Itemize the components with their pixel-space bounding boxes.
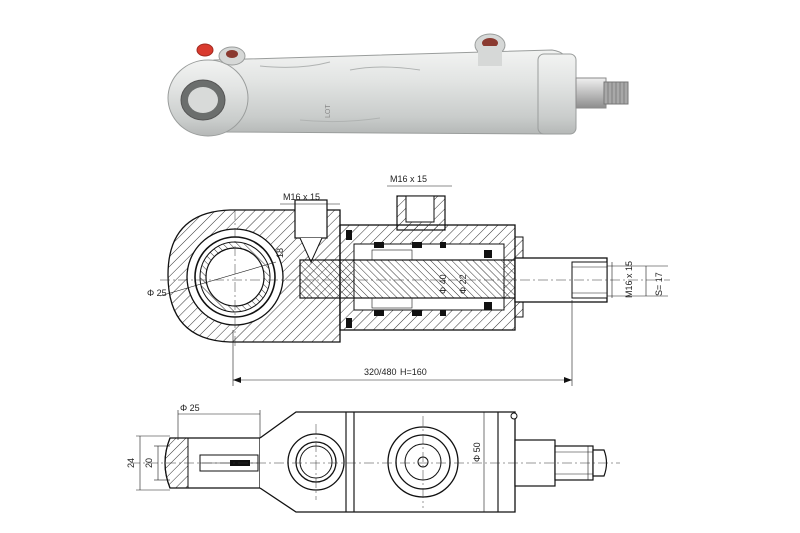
section-view: M16 x 15 M16 x 15 18 Φ 25 Φ 40 Φ 22 M16 …	[147, 174, 670, 386]
piston-rod-dia-label: Φ 22	[458, 274, 468, 294]
plan-view: Φ 25 24 20 Φ 50	[126, 403, 620, 513]
bottom-eye-bore-label: Φ 25	[180, 403, 200, 413]
dim-18-label: 18	[275, 248, 285, 258]
port-left-label: M16 x 15	[283, 192, 320, 202]
eye-width-outer-label: 24	[126, 458, 136, 468]
eye-width-inner-label: 20	[144, 458, 154, 468]
stroke-label: H=160	[400, 367, 427, 377]
cylinder-photo: LOT	[167, 33, 629, 137]
length-label: 320/480	[364, 367, 397, 377]
eye-bore-label: Φ 25	[147, 288, 167, 298]
rod-dia-label: Φ 40	[438, 274, 448, 294]
wrench-flat-label: S= 17	[654, 272, 664, 296]
rod-thread-label: M16 x 15	[624, 261, 634, 298]
svg-text:LOT: LOT	[325, 104, 332, 118]
port-right-label: M16 x 15	[390, 174, 427, 184]
body-dia-label: Φ 50	[472, 442, 482, 462]
